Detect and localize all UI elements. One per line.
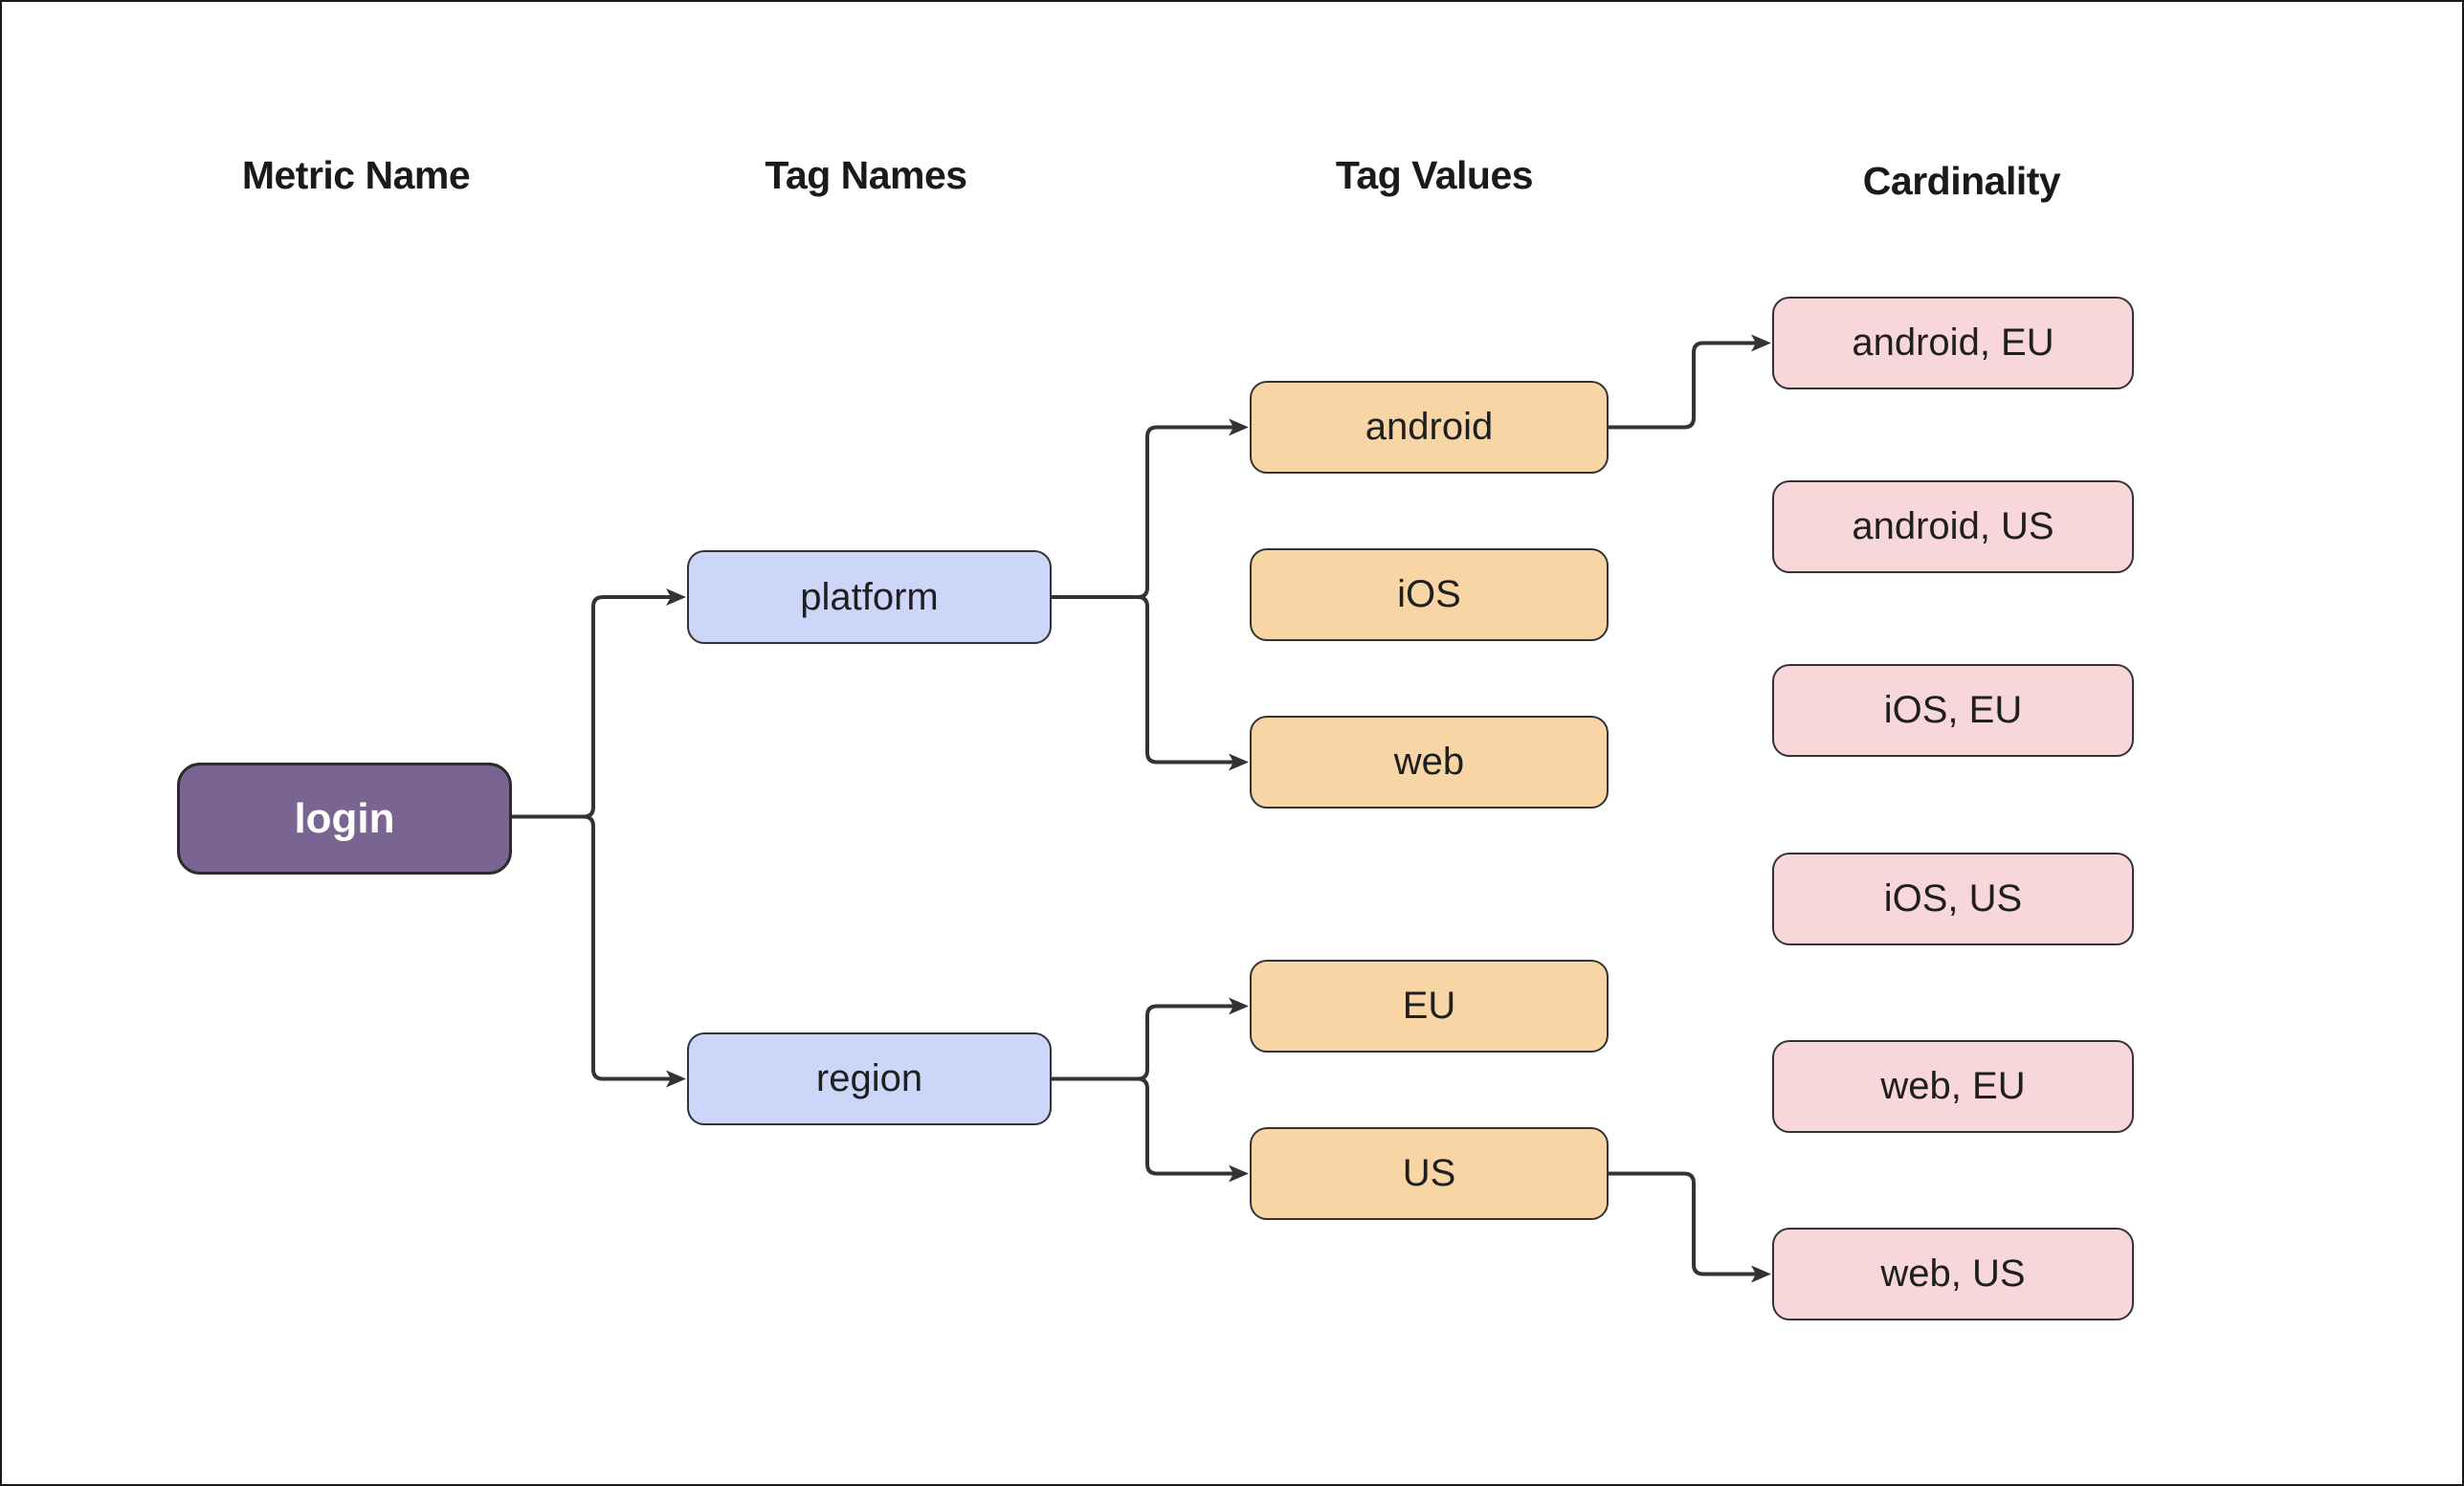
node-platform: platform — [687, 550, 1052, 644]
node-web-us: web, US — [1772, 1228, 2134, 1320]
node-android-us: android, US — [1772, 480, 2134, 573]
arrowhead-icon — [666, 1070, 686, 1088]
node-login: login — [177, 763, 512, 875]
column-header-tag-values: Tag Values — [1335, 153, 1534, 197]
edge-us-web-us — [1609, 1171, 1771, 1283]
column-header-cardinality: Cardinality — [1862, 159, 2061, 203]
edge-region-eu — [1052, 997, 1249, 1081]
edge-platform-web — [1052, 595, 1249, 771]
node-eu: EU — [1250, 960, 1609, 1053]
arrowhead-icon — [1751, 334, 1771, 352]
arrowhead-icon — [1229, 997, 1249, 1015]
edge-region-us — [1052, 1076, 1249, 1183]
node-ios-eu: iOS, EU — [1772, 664, 2134, 757]
node-web: web — [1250, 716, 1609, 809]
node-ios: iOS — [1250, 548, 1609, 641]
arrowhead-icon — [666, 588, 686, 606]
column-header-metric-name: Metric Name — [241, 153, 471, 197]
arrowhead-icon — [1229, 753, 1249, 771]
node-us: US — [1250, 1127, 1609, 1220]
edge-platform-android — [1052, 418, 1249, 599]
column-header-tag-names: Tag Names — [765, 153, 967, 197]
node-region: region — [687, 1032, 1052, 1125]
edge-login-platform — [512, 588, 686, 819]
node-web-eu: web, EU — [1772, 1040, 2134, 1133]
edge-login-region — [512, 814, 686, 1088]
edge-android-android-eu — [1609, 334, 1771, 430]
node-android: android — [1250, 381, 1609, 474]
arrowhead-icon — [1751, 1265, 1771, 1283]
node-android-eu: android, EU — [1772, 297, 2134, 389]
arrowhead-icon — [1229, 1164, 1249, 1183]
node-ios-us: iOS, US — [1772, 853, 2134, 945]
arrowhead-icon — [1229, 418, 1249, 436]
